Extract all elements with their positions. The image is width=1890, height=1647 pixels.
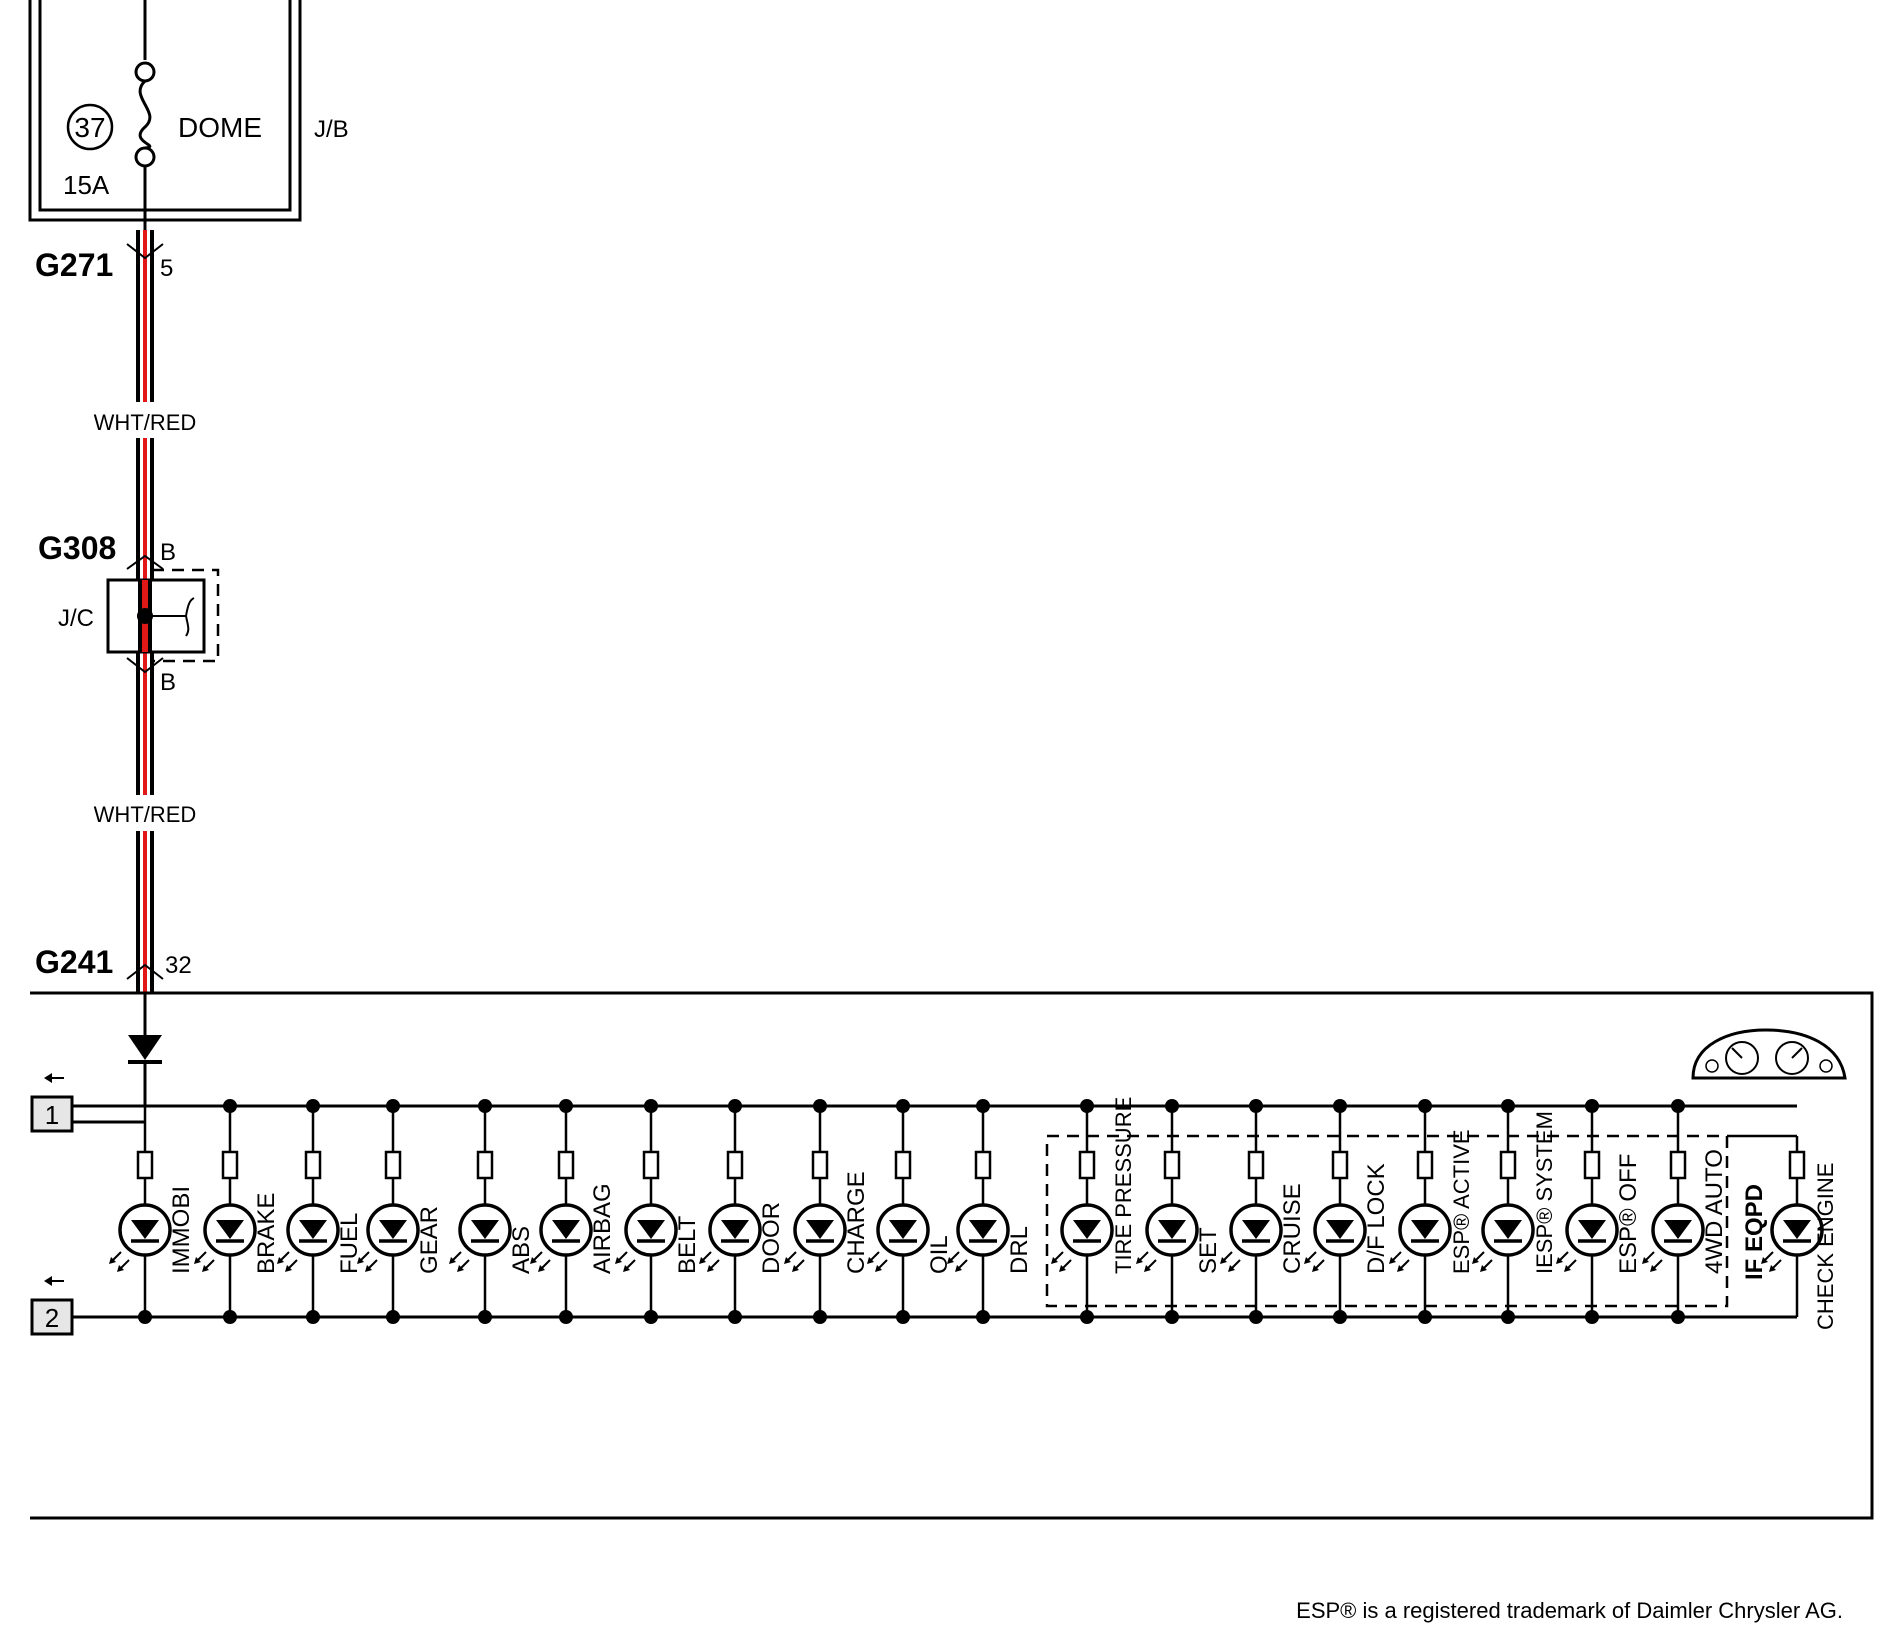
fuse-name: DOME xyxy=(178,112,262,143)
connector-pin-top: B xyxy=(160,539,176,566)
indicator-lamp: 4WD AUTO xyxy=(1642,1099,1728,1324)
indicator-label: ABS xyxy=(508,1226,535,1274)
indicator-lamp: BRAKE xyxy=(194,1099,280,1324)
indicator-lamp: BELT xyxy=(615,1099,701,1324)
indicator-label: IESP® SYSTEM xyxy=(1532,1111,1557,1274)
connector-pin-bottom: B xyxy=(160,669,176,696)
optional-equipment-group: IF EQPD xyxy=(1045,1134,1768,1308)
indicator-label: OIL xyxy=(926,1235,953,1274)
indicator-lamp: FUEL xyxy=(277,1099,363,1324)
connector-pin: 32 xyxy=(165,952,192,979)
fuse-number-circle xyxy=(66,103,114,151)
indicator-label: SET xyxy=(1195,1227,1222,1274)
indicator-lamp: IESP® SYSTEM xyxy=(1472,1099,1557,1324)
indicator-lamp: ABS xyxy=(449,1099,535,1324)
indicator-label: BRAKE xyxy=(253,1193,280,1274)
indicator-label: AIRBAG xyxy=(589,1183,616,1274)
indicator-label: CHECK ENGINE xyxy=(1813,1163,1838,1330)
terminal-label: 2 xyxy=(45,1303,59,1333)
indicator-lamp: CHECK ENGINE xyxy=(1727,1134,1838,1330)
indicator-label: TIRE PRESSURE xyxy=(1111,1097,1136,1274)
indicator-label: BELT xyxy=(674,1215,701,1274)
indicator-label: D/F LOCK xyxy=(1363,1163,1390,1274)
wire-color-label: WHT/RED xyxy=(94,802,197,827)
indicator-label: ESP® OFF xyxy=(1615,1154,1642,1274)
connector-id: G271 xyxy=(35,247,113,283)
indicator-lamp: DOOR xyxy=(699,1099,785,1324)
indicator-lamp: OIL xyxy=(867,1099,953,1324)
fuse-37: 37 DOME 15A J/B xyxy=(63,0,349,230)
indicator-lamp: IMMOBI xyxy=(109,1106,195,1324)
indicator-lamp: CRUISE xyxy=(1220,1099,1306,1324)
fuse-rating: 15A xyxy=(63,170,110,200)
connector-g241: G241 32 xyxy=(35,944,192,980)
indicator-label: GEAR xyxy=(416,1206,443,1274)
terminal-label: 1 xyxy=(45,1100,59,1130)
input-diode xyxy=(128,993,162,1106)
indicator-lamps: IMMOBI BRAKE FUEL GEAR ABS AIRBAG BELT DOOR CHAR… xyxy=(109,1097,1838,1330)
junction-box xyxy=(28,0,302,222)
indicator-lamp: TIRE PRESSURE xyxy=(1051,1097,1136,1324)
wire-color-label: WHT/RED xyxy=(94,410,197,435)
fuse-number: 37 xyxy=(74,112,105,143)
joint-connector-label: J/C xyxy=(58,605,94,632)
indicator-label: DOOR xyxy=(758,1202,785,1274)
indicator-label: DRL xyxy=(1006,1226,1033,1274)
indicator-label: CHARGE xyxy=(843,1171,870,1274)
indicator-lamp: D/F LOCK xyxy=(1304,1099,1390,1324)
connector-g271: G271 5 xyxy=(35,243,173,283)
connector-id: G308 xyxy=(38,530,116,566)
indicator-label: IMMOBI xyxy=(168,1186,195,1274)
instrument-cluster-icon xyxy=(1691,1028,1847,1080)
connector-id: G241 xyxy=(35,944,113,980)
connector-g308: G308 B J/C B xyxy=(38,530,220,696)
indicator-label: FUEL xyxy=(336,1213,363,1274)
trademark-note: ESP® is a registered trademark of Daimle… xyxy=(1296,1598,1843,1623)
optional-label: IF EQPD xyxy=(1741,1184,1768,1280)
indicator-label: 4WD AUTO xyxy=(1701,1149,1728,1274)
terminal-1: 1 xyxy=(30,1073,74,1133)
indicator-lamp: AIRBAG xyxy=(530,1099,616,1324)
indicator-lamp: SET xyxy=(1136,1099,1222,1324)
indicator-lamp: ESP® ACTIVE xyxy=(1389,1099,1474,1324)
terminal-2: 2 xyxy=(30,1276,74,1336)
indicator-label: CRUISE xyxy=(1279,1183,1306,1274)
indicator-label: ESP® ACTIVE xyxy=(1449,1129,1474,1274)
connector-pin: 5 xyxy=(160,255,173,282)
instrument-cluster-frame xyxy=(30,991,1874,1520)
indicator-lamp: ESP® OFF xyxy=(1556,1099,1642,1324)
indicator-lamp: DRL xyxy=(947,1099,1033,1324)
indicator-lamp: CHARGE xyxy=(784,1099,870,1324)
junction-box-label: J/B xyxy=(314,116,349,143)
indicator-lamp: GEAR xyxy=(357,1099,443,1324)
